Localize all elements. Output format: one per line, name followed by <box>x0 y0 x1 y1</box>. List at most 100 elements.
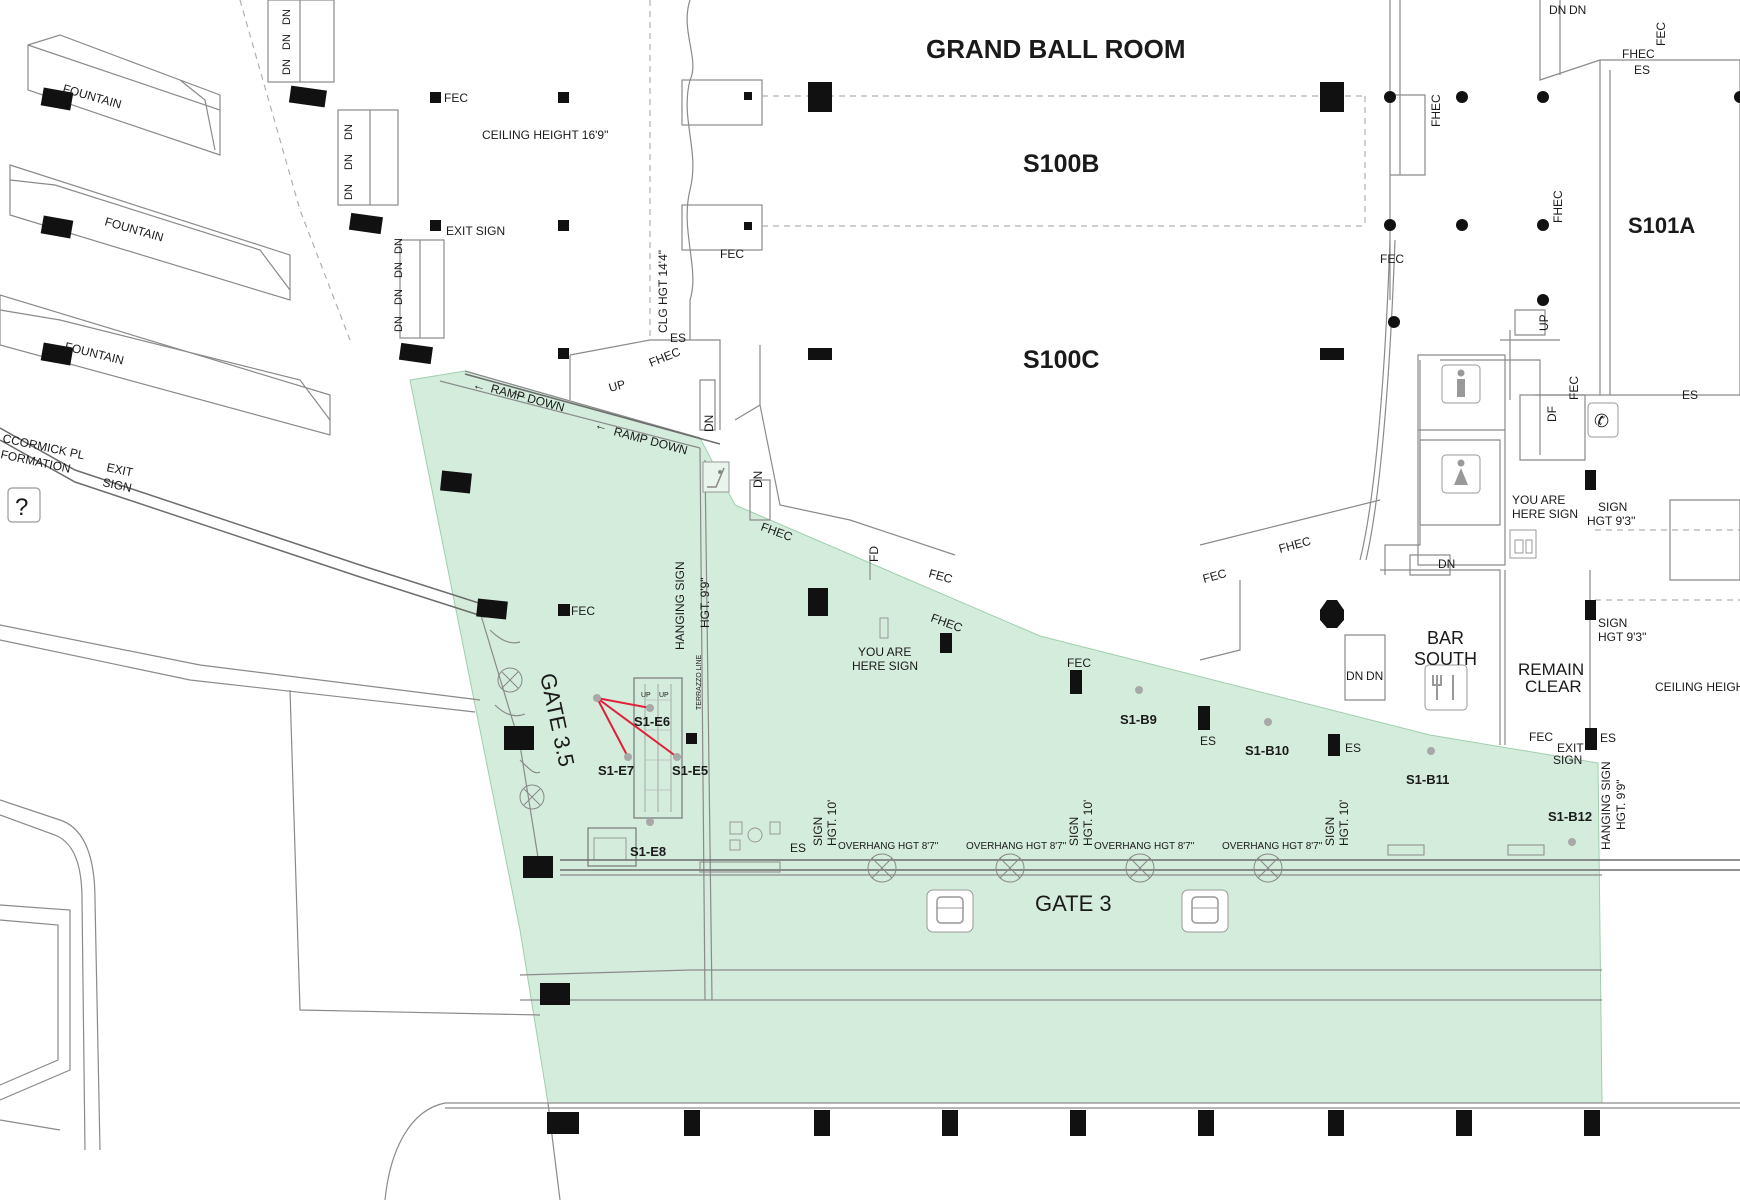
dn-label: DN <box>702 415 716 432</box>
overhang-label: OVERHANG HGT 8'7" <box>838 841 939 852</box>
column <box>547 1112 579 1134</box>
column <box>1320 600 1344 628</box>
gate-3-label: GATE 3 <box>1035 891 1112 916</box>
dn-label: DN <box>1569 3 1586 17</box>
column <box>686 733 697 744</box>
fd-label: FD <box>867 546 881 562</box>
dn-label: DN <box>1366 669 1383 683</box>
point-marker <box>646 704 654 712</box>
point-label-s1-e5: S1-E5 <box>672 763 708 778</box>
ramp <box>439 370 721 1001</box>
point-label-s1-b12: S1-B12 <box>1548 809 1592 824</box>
dn-label: DN <box>393 238 405 254</box>
column <box>1384 91 1396 103</box>
dn-label: DN <box>343 184 355 200</box>
stairs-left <box>239 0 445 341</box>
fec-label: FEC <box>571 604 595 618</box>
column <box>476 598 508 620</box>
column <box>440 470 472 494</box>
sign-label: SIGN <box>811 817 825 846</box>
column <box>684 1110 700 1136</box>
es-label: ES <box>670 331 686 345</box>
point-label-s1-e8: S1-E8 <box>630 844 666 859</box>
column <box>1585 728 1597 750</box>
column <box>1456 219 1468 231</box>
column <box>1070 670 1082 694</box>
exit-label: EXIT <box>105 460 135 479</box>
point-label-s1-e7: S1-E7 <box>598 763 634 778</box>
clg-hgt-label: CLG HGT 14'4" <box>656 250 670 333</box>
bus-icon <box>926 889 974 933</box>
walkway-left <box>0 427 541 1151</box>
fec-label: FEC <box>720 247 744 261</box>
you-are-here-marker <box>879 617 889 639</box>
sign-label: SIGN <box>1553 753 1582 767</box>
sign-label: SIGN <box>1598 500 1627 514</box>
dn-label: DN <box>393 262 405 278</box>
point-marker <box>1427 747 1435 755</box>
ceiling-height-label: CEILING HEIGHT 16'9" <box>482 128 608 142</box>
room-bar-south: BAR <box>1427 628 1464 648</box>
arrow-label: ← <box>593 416 609 434</box>
column <box>348 212 383 235</box>
fountain-label: FOUNTAIN <box>63 339 125 367</box>
highlighted-zone <box>409 370 1603 1104</box>
fec-label: FEC <box>1380 252 1404 266</box>
column <box>430 92 441 103</box>
point-marker <box>1135 686 1143 694</box>
sign-height-label: HGT. 10' <box>1337 800 1351 846</box>
overhang-label: OVERHANG HGT 8'7" <box>966 841 1067 852</box>
es-label: ES <box>790 841 806 855</box>
room-bar-south: SOUTH <box>1414 649 1477 669</box>
sign-label: SIGN <box>1598 616 1627 630</box>
room-s100c: S100C <box>1023 346 1099 374</box>
info-kiosk-icon: ? <box>7 487 41 523</box>
svg-text:?: ? <box>15 494 28 521</box>
you-are-here-sign-label: HERE SIGN <box>1512 507 1578 521</box>
column <box>814 1110 830 1136</box>
sign-label: SIGN <box>1067 817 1081 846</box>
column <box>558 604 570 616</box>
fhec-label: FHEC <box>647 344 683 369</box>
point-label-s1-b11: S1-B11 <box>1406 772 1449 787</box>
escalator-icon <box>702 461 730 493</box>
column <box>1537 294 1549 306</box>
column <box>1320 82 1344 112</box>
fec-label: FEC <box>1654 22 1668 46</box>
column <box>1388 316 1400 328</box>
room-remain-clear: CLEAR <box>1525 677 1582 696</box>
women-restroom-icon <box>1441 454 1481 494</box>
column <box>1384 219 1396 231</box>
column <box>1070 1110 1086 1136</box>
dn-label: DN <box>1549 3 1566 17</box>
dn-label: DN <box>393 289 405 305</box>
svg-text:✆: ✆ <box>1594 411 1609 431</box>
column <box>1456 91 1468 103</box>
room-s100b: S100B <box>1023 150 1099 178</box>
column <box>523 856 553 878</box>
es-label: ES <box>1200 734 1216 748</box>
hanging-sign-height: HGT. 9'9" <box>1614 779 1628 830</box>
column <box>808 82 832 112</box>
column <box>1734 91 1740 103</box>
column <box>942 1110 958 1136</box>
hanging-sign-label: HANGING SIGN <box>673 561 687 650</box>
fec-label: FEC <box>1067 656 1091 670</box>
dn-label: DN <box>343 124 355 140</box>
fec-label: FEC <box>1529 730 1553 744</box>
dn-label: DN <box>1346 669 1363 683</box>
men-restroom-icon <box>1441 364 1481 404</box>
dn-label: DN <box>281 34 293 50</box>
column <box>1320 348 1344 360</box>
room-grand-ball-room: GRAND BALL ROOM <box>926 34 1186 64</box>
column <box>1198 706 1210 730</box>
es-label: ES <box>1600 731 1616 745</box>
dn-label: DN <box>393 316 405 332</box>
restaurant-icon <box>1424 664 1468 711</box>
fec-label: FEC <box>1567 376 1581 400</box>
terrazzo-line-label: TERRAZZO LINE <box>696 654 703 710</box>
point-label-s1-b10: S1-B10 <box>1245 743 1289 758</box>
hanging-sign-height: HGT. 9'9" <box>698 577 712 628</box>
fhec-label: FHEC <box>1551 190 1565 223</box>
